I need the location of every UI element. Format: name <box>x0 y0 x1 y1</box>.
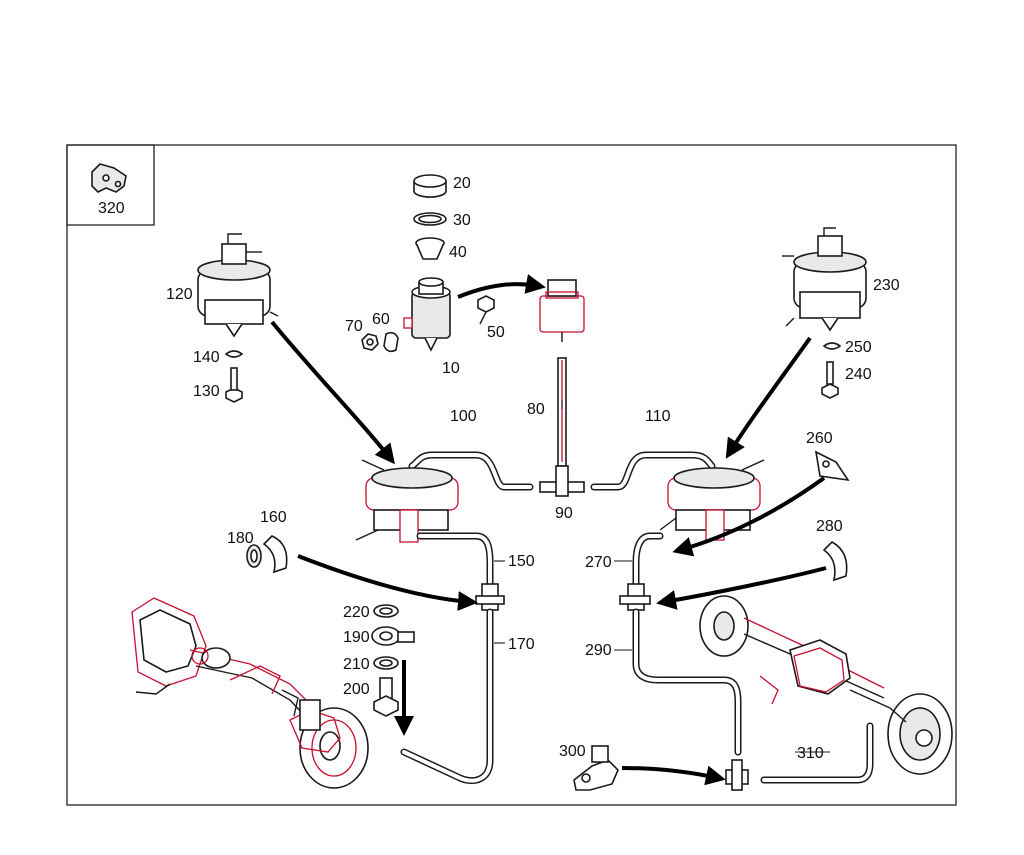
leader-lines <box>494 400 830 753</box>
rear-t-fitting <box>725 759 749 791</box>
callout-70: 70 <box>345 318 363 335</box>
diagram-frame <box>66 144 957 806</box>
right-mount-bracket <box>814 450 850 482</box>
callout-100: 100 <box>450 408 477 425</box>
brake-line-170 <box>400 608 494 785</box>
bolt <box>477 295 495 325</box>
right-hose-fitting <box>619 583 651 611</box>
legend-box: 320 <box>66 144 155 226</box>
callout-160: 160 <box>260 509 287 526</box>
rear-distributor <box>573 745 619 791</box>
brake-line-150 <box>416 532 494 588</box>
callout-140: 140 <box>193 349 220 366</box>
callout-220: 220 <box>343 604 370 621</box>
legend-part-number: 320 <box>98 200 125 217</box>
right-bolt <box>821 361 839 399</box>
callout-50: 50 <box>487 324 505 341</box>
callout-120: 120 <box>166 286 193 303</box>
brake-line-270 <box>632 532 664 588</box>
rear-axle-assembly <box>699 595 953 775</box>
pressure-valve <box>539 279 585 342</box>
banjo-fitting <box>371 626 415 646</box>
callout-150: 150 <box>508 553 535 570</box>
reservoir-cap <box>413 174 447 198</box>
front-axle-assembly <box>131 597 369 789</box>
callout-90: 90 <box>555 505 573 522</box>
right-brake-unit <box>659 459 765 541</box>
callout-240: 240 <box>845 366 872 383</box>
callout-40: 40 <box>449 244 467 261</box>
callout-270: 270 <box>585 554 612 571</box>
left-bracket <box>262 535 288 574</box>
callout-250: 250 <box>845 339 872 356</box>
clip-icon <box>91 163 127 193</box>
callout-110: 110 <box>645 408 671 425</box>
arrow-to-rear-t <box>621 765 726 786</box>
filter-insert <box>415 237 445 260</box>
right-bracket-clip <box>822 541 848 582</box>
callout-20: 20 <box>453 175 471 192</box>
banjo-washer-bottom <box>373 656 399 670</box>
callout-190: 190 <box>343 629 370 646</box>
callout-170: 170 <box>508 636 535 653</box>
master-cylinder <box>403 277 451 352</box>
arrow-left-reservoir <box>270 320 395 465</box>
callout-310: 310 <box>797 745 824 762</box>
callout-180: 180 <box>227 530 254 547</box>
brake-line-100 <box>408 451 534 491</box>
left-hose-fitting <box>475 583 505 611</box>
washer <box>383 331 399 353</box>
callout-200: 200 <box>343 681 370 698</box>
callout-210: 210 <box>343 656 370 673</box>
banjo-washer-top <box>373 604 399 618</box>
brake-line-310 <box>760 722 874 784</box>
brake-line-110 <box>590 451 716 491</box>
nut <box>361 333 379 351</box>
callout-80: 80 <box>527 401 545 418</box>
callout-10: 10 <box>442 360 460 377</box>
callout-230: 230 <box>873 277 900 294</box>
left-washer <box>246 544 262 568</box>
callout-280: 280 <box>816 518 843 535</box>
brake-line-290 <box>632 608 742 756</box>
arrow-to-left-hose <box>297 554 478 612</box>
arrow-from-bracket <box>672 476 826 557</box>
left-brake-unit <box>355 459 459 543</box>
t-piece <box>539 465 585 497</box>
arrow-to-right-hose <box>656 566 827 610</box>
left-reservoir <box>197 233 279 338</box>
callout-30: 30 <box>453 212 471 229</box>
arrow-right-reservoir <box>725 336 812 459</box>
callout-60: 60 <box>372 311 390 328</box>
callout-300: 300 <box>559 743 586 760</box>
left-clip <box>224 350 244 358</box>
left-bolt <box>225 367 243 403</box>
arrow-to-valve <box>457 274 546 299</box>
banjo-bolt <box>373 677 399 717</box>
callout-130: 130 <box>193 383 220 400</box>
right-reservoir <box>782 227 867 332</box>
callout-290: 290 <box>585 642 612 659</box>
right-clip <box>822 342 842 350</box>
callout-260: 260 <box>806 430 833 447</box>
